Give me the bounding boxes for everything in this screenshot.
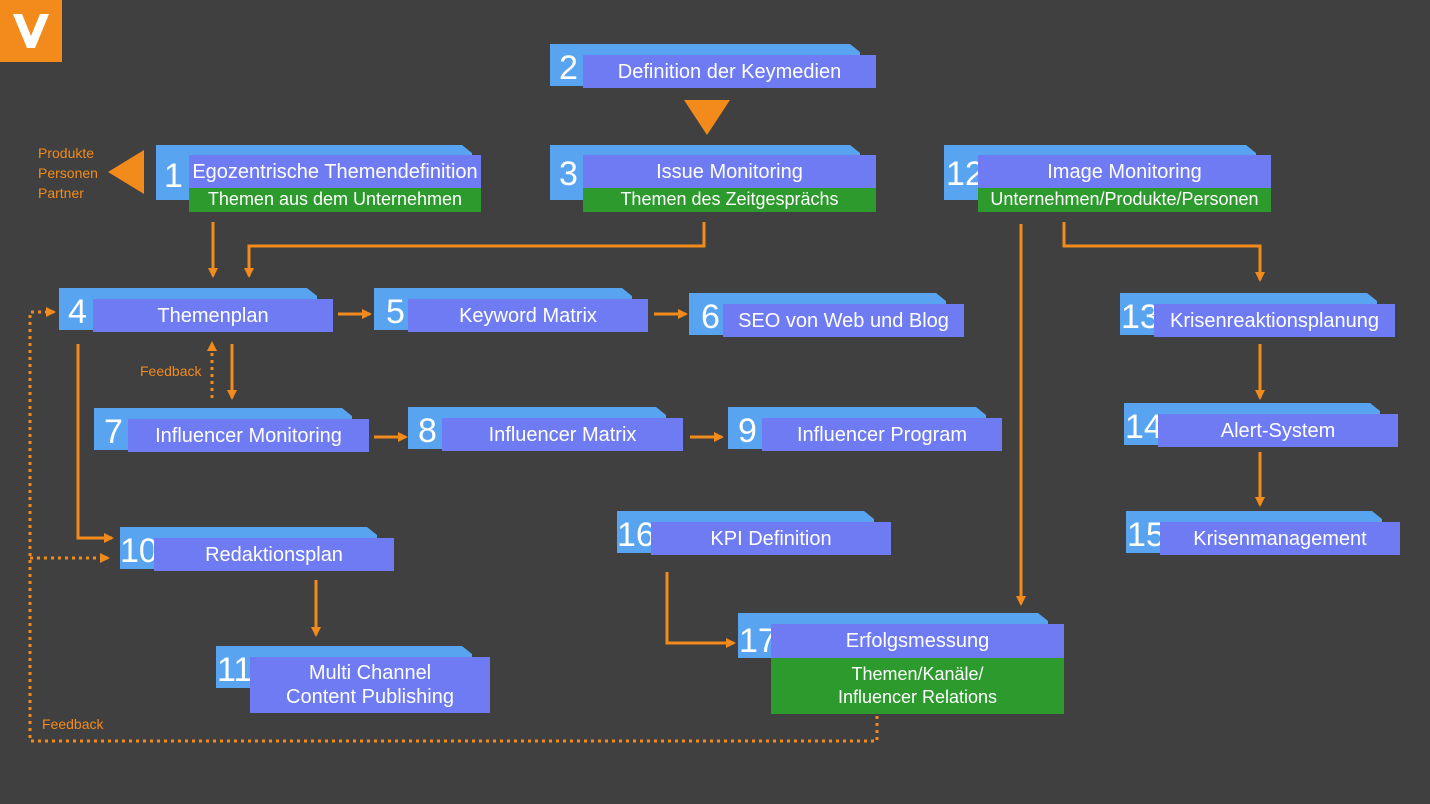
node-subtitle: Unternehmen/Produkte/Personen xyxy=(978,188,1271,212)
arrow-16-to-17 xyxy=(665,572,736,648)
node-title: Egozentrische Themendefinition xyxy=(189,155,481,188)
node-title: Definition der Keymedien xyxy=(583,55,876,88)
target-personen: Personen xyxy=(38,165,98,181)
node-title: Influencer Program xyxy=(762,418,1002,451)
node-number: 3 xyxy=(559,155,578,193)
logo-v-mark xyxy=(13,14,49,48)
feedback-label-outer: Feedback xyxy=(42,716,104,732)
node-number: 7 xyxy=(104,413,123,451)
node-title: Influencer Monitoring xyxy=(128,419,369,452)
node-number: 2 xyxy=(559,49,578,87)
node-title: Erfolgsmessung xyxy=(771,624,1064,658)
node-title: Alert-System xyxy=(1158,414,1398,447)
arrow-3-to-4 xyxy=(244,222,706,278)
node-title: Influencer Matrix xyxy=(442,418,683,451)
node-title: Keyword Matrix xyxy=(408,299,648,332)
node-number: 16 xyxy=(617,516,655,554)
node-title: Themenplan xyxy=(93,299,333,332)
node-number: 8 xyxy=(418,412,437,450)
node-number: 1 xyxy=(164,157,183,195)
node-number: 12 xyxy=(946,155,984,193)
node-subtitle: Themen des Zeitgesprächs xyxy=(583,188,876,212)
feedback-arrow-17-to-4-10 xyxy=(28,307,879,743)
node-title: SEO von Web und Blog xyxy=(723,304,964,337)
node-title: Redaktionsplan xyxy=(154,538,394,571)
node-number: 14 xyxy=(1125,408,1163,446)
node-title: Issue Monitoring xyxy=(583,155,876,188)
node-title: Image Monitoring xyxy=(978,155,1271,188)
node-number: 10 xyxy=(120,532,158,570)
node-title: Multi Channel Content Publishing xyxy=(250,657,490,713)
node-number: 17 xyxy=(739,622,777,660)
logo: V xyxy=(0,0,62,62)
node-number: 4 xyxy=(68,293,87,331)
node-number: 11 xyxy=(217,651,253,689)
target-partner: Partner xyxy=(38,185,84,201)
node-number: 15 xyxy=(1127,516,1165,554)
targets-label: Produkte Personen Partner xyxy=(38,143,98,203)
node-subtitle: Themen aus dem Unternehmen xyxy=(189,188,481,212)
target-produkte: Produkte xyxy=(38,145,95,161)
down-triangle-2-to-3 xyxy=(684,100,730,135)
node-number: 13 xyxy=(1121,298,1159,336)
feedback-label-inner: Feedback xyxy=(140,363,202,379)
left-triangle-targets xyxy=(108,150,144,194)
arrow-4-to-10 xyxy=(76,344,114,543)
node-number: 6 xyxy=(701,298,720,336)
node-number: 5 xyxy=(386,293,405,331)
node-subtitle: Themen/Kanäle/ Influencer Relations xyxy=(771,658,1064,714)
node-title: KPI Definition xyxy=(651,522,891,555)
node-title: Krisenmanagement xyxy=(1160,522,1400,555)
arrow-12-to-13 xyxy=(1062,222,1265,282)
node-title: Krisenreaktionsplanung xyxy=(1154,304,1395,337)
node-number: 9 xyxy=(738,412,757,450)
